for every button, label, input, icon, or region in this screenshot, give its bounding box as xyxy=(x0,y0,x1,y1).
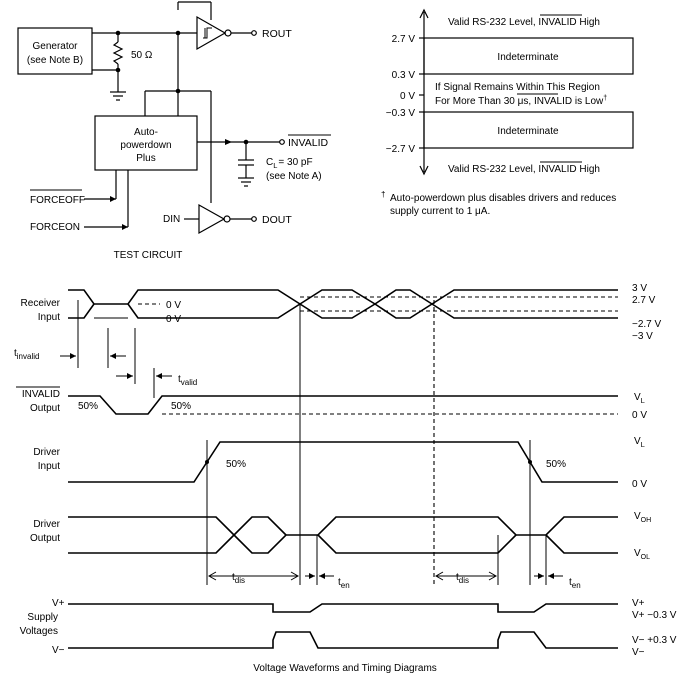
indeterminate-upper-label: Indeterminate xyxy=(497,52,559,63)
zero-volt-label-1: 0 V xyxy=(166,300,181,311)
t-dis-right: tdis xyxy=(456,572,469,585)
invalid-output-waveform xyxy=(68,395,618,415)
receiver-input-label-2: Input xyxy=(38,312,60,323)
driver-in-fifty-right: 50% xyxy=(546,459,566,470)
supply-vplus-label: V+ xyxy=(52,598,65,609)
driver-vol: VOL xyxy=(634,548,650,561)
driver-zero: 0 V xyxy=(632,479,647,490)
driver-buffer xyxy=(198,203,226,235)
supply-label-1: Supply xyxy=(27,612,58,623)
recv-level-2p7v: 2.7 V xyxy=(632,295,656,306)
footnote-line2: supply current to 1 μA. xyxy=(390,206,490,217)
driver-output-label-2: Output xyxy=(30,533,60,544)
din-label: DIN xyxy=(163,214,180,225)
auto-powerdown-block xyxy=(94,115,198,171)
t-en-left: ten xyxy=(338,577,350,590)
timing-caption: Voltage Waveforms and Timing Diagrams xyxy=(253,663,437,674)
region-note-line1: If Signal Remains Within This Region xyxy=(435,82,600,93)
level-neg0p3: −0.3 V xyxy=(386,108,416,119)
generator-label: Generator xyxy=(32,41,78,52)
level-neg2p7: −2.7 V xyxy=(386,144,416,155)
footnote-mark: † xyxy=(381,190,385,199)
t-valid-label: tvalid xyxy=(178,374,197,387)
supply-vminus-label: V− xyxy=(52,645,65,656)
driver-voh: VOH xyxy=(634,511,651,524)
resistor-symbol xyxy=(112,41,124,65)
footnote-line1: Auto-powerdown plus disables drivers and… xyxy=(390,193,616,204)
top-level-label: Valid RS-232 Level, INVALID High xyxy=(448,17,600,28)
test-circuit: Generator (see Note B) 50 Ω ROUT xyxy=(17,1,331,261)
block-line1: Auto- xyxy=(134,127,158,138)
supply-waveform xyxy=(68,603,618,649)
timing-diagram: Receiver Input 0 V 0 V 3 V 2.7 V −2.7 V … xyxy=(14,283,677,674)
invalid-output-label-2: Output xyxy=(30,403,60,414)
driver-input-label-1: Driver xyxy=(33,447,60,458)
block-line3: Plus xyxy=(136,153,155,164)
supply-right-vminus: V− xyxy=(632,647,645,658)
level-0p3: 0.3 V xyxy=(392,70,416,81)
receiver-input-label-1: Receiver xyxy=(21,298,61,309)
indeterminate-lower-label: Indeterminate xyxy=(497,126,559,137)
forceoff-label: FORCEOFF xyxy=(30,195,85,206)
driver-output-label-1: Driver xyxy=(33,519,60,530)
invalid-fifty-left: 50% xyxy=(78,401,98,412)
invalid-fifty-right: 50% xyxy=(171,401,191,412)
invalid-zero: 0 V xyxy=(632,410,647,421)
supply-right-vminus-plus: V− +0.3 V xyxy=(632,635,677,646)
dout-label: DOUT xyxy=(262,214,292,226)
level-0: 0 V xyxy=(400,91,415,102)
invalid-vl: VL xyxy=(634,392,645,405)
test-circuit-caption: TEST CIRCUIT xyxy=(114,250,183,261)
t-dis-left: tdis xyxy=(232,572,245,585)
receiver-buffer xyxy=(196,15,227,51)
recv-level-neg2p7v: −2.7 V xyxy=(632,319,662,330)
driver-in-fifty-left: 50% xyxy=(226,459,246,470)
recv-level-3v: 3 V xyxy=(632,283,647,294)
supply-right-vplus: V+ xyxy=(632,598,645,609)
driver-vl: VL xyxy=(634,436,645,449)
generator-note: (see Note B) xyxy=(27,55,83,66)
invalid-label: INVALID xyxy=(288,137,328,149)
driver-input-label-2: Input xyxy=(38,461,60,472)
recv-level-neg3v: −3 V xyxy=(632,331,653,342)
supply-label-2: Voltages xyxy=(20,626,58,637)
invalid-output-label-1: INVALID xyxy=(22,389,60,400)
cap-label: CL= 30 pF xyxy=(266,157,313,170)
level-diagram: Valid RS-232 Level, INVALID High Indeter… xyxy=(381,8,634,217)
generator-box xyxy=(17,27,93,75)
t-en-right: ten xyxy=(569,577,581,590)
indeterminate-region-upper xyxy=(423,37,634,75)
supply-right-vplus-minus: V+ −0.3 V xyxy=(632,610,677,621)
indeterminate-region-lower xyxy=(423,111,634,149)
level-2p7: 2.7 V xyxy=(392,34,416,45)
t-invalid-label: tinvalid xyxy=(14,348,39,361)
resistor-label: 50 Ω xyxy=(131,50,153,61)
rout-label: ROUT xyxy=(262,28,292,40)
cap-note: (see Note A) xyxy=(266,171,322,182)
region-note-line2: For More Than 30 μs, INVALID is Low† xyxy=(435,95,607,107)
receiver-input-waveform xyxy=(68,289,618,319)
driver-input-waveform xyxy=(68,441,618,483)
bottom-level-label: Valid RS-232 Level, INVALID High xyxy=(448,164,600,175)
driver-output-waveform xyxy=(68,516,618,554)
forceon-label: FORCEON xyxy=(30,222,80,233)
block-line2: powerdown xyxy=(120,140,171,151)
zero-volt-label-2: 0 V xyxy=(166,314,181,325)
